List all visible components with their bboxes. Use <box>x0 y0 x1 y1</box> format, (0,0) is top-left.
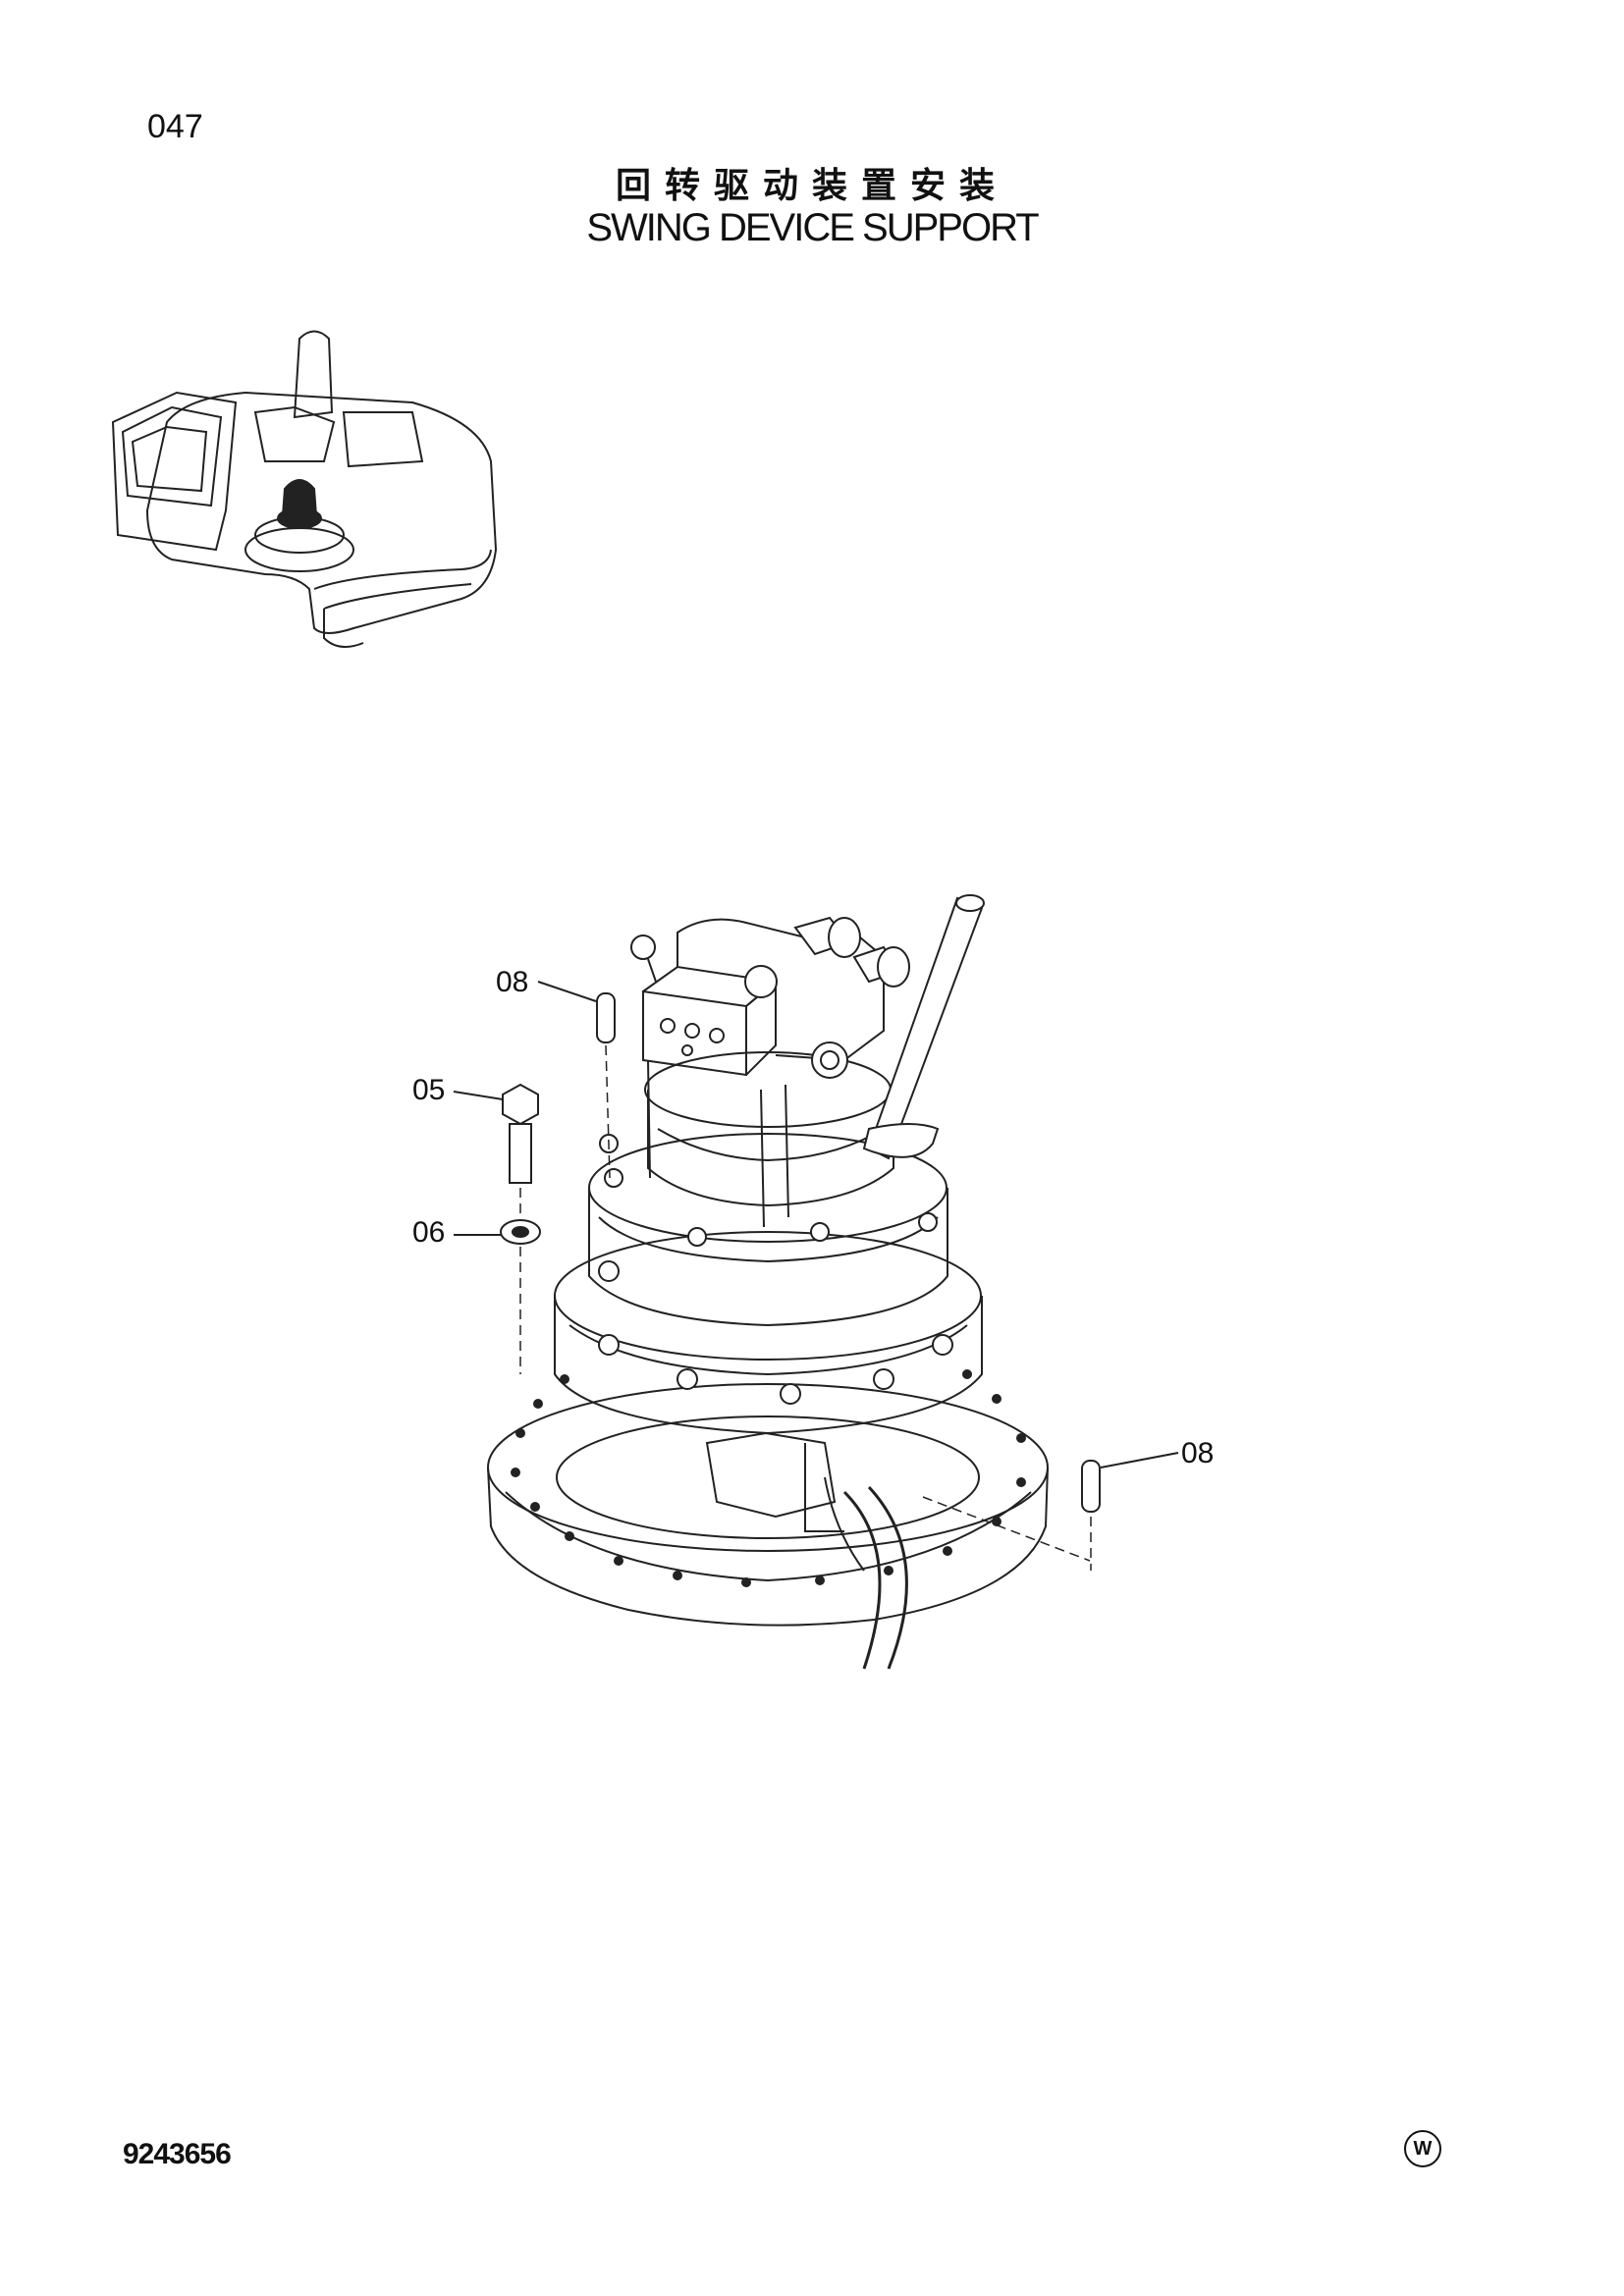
document-number: 9243656 <box>123 2138 232 2170</box>
page-number: 047 <box>147 108 203 145</box>
callout-08-right: 08 <box>1181 1437 1214 1469</box>
callout-08-top: 08 <box>496 966 528 998</box>
part-05-bolt <box>502 1083 539 1184</box>
leader-lines <box>453 981 1179 1468</box>
callout-05: 05 <box>412 1074 445 1106</box>
circled-w-mark: W <box>1404 2130 1441 2167</box>
swing-device-drawing <box>487 894 1049 1670</box>
part-08-pin-top <box>596 992 616 1043</box>
callout-06: 06 <box>412 1216 445 1249</box>
title-english: SWING DEVICE SUPPORT <box>586 206 1039 249</box>
title-chinese: 回转驱动装置安装 <box>615 166 1008 206</box>
center-lines <box>519 1044 1092 1571</box>
part-06-washer <box>500 1219 541 1245</box>
excavator-locator-icon <box>111 330 498 648</box>
part-08-pin-right <box>1081 1460 1101 1513</box>
